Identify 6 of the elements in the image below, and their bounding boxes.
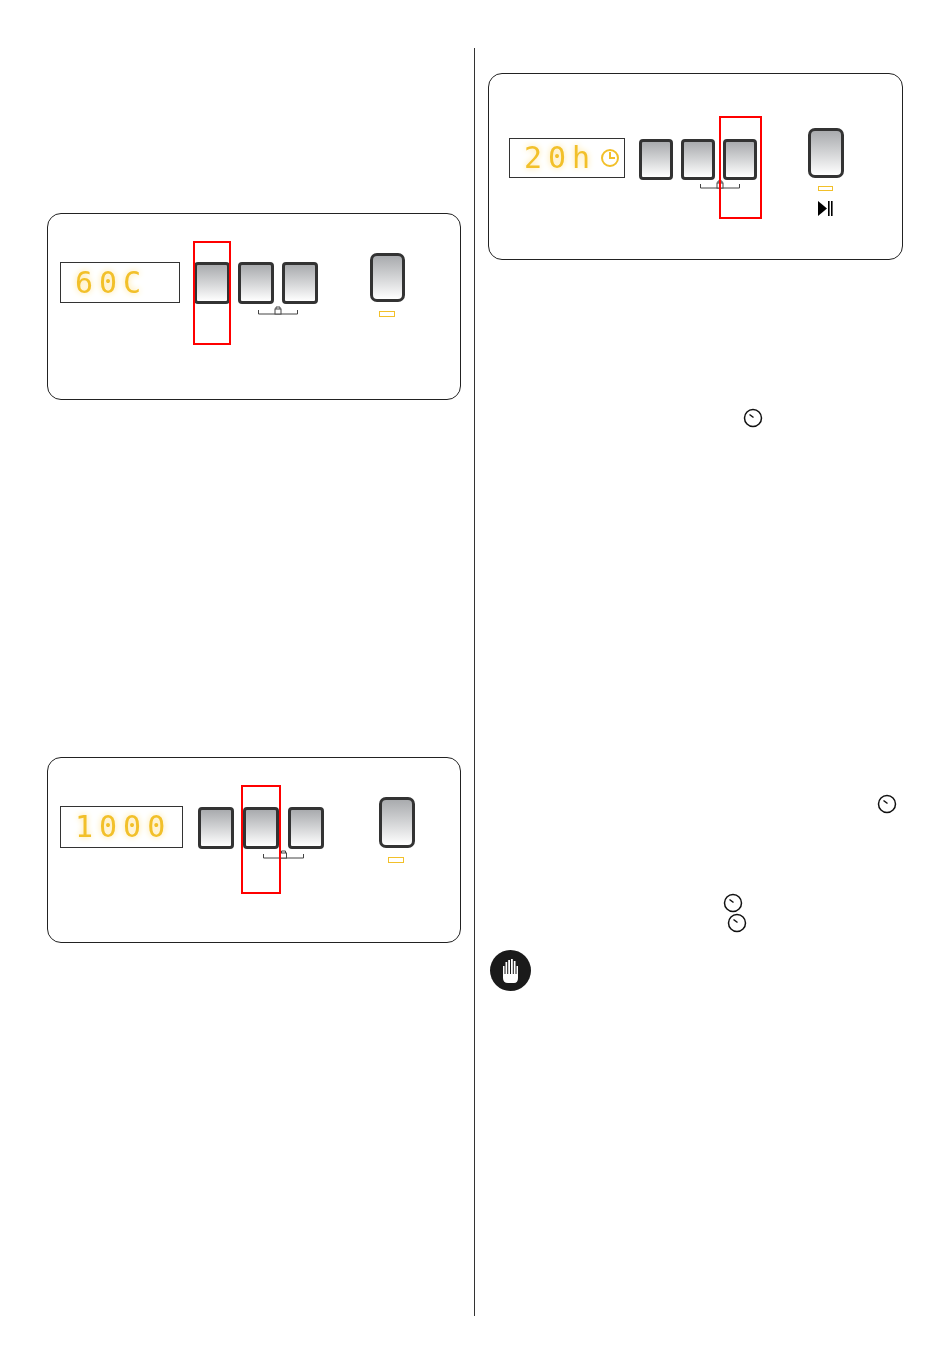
display-reading: 20h [524, 143, 597, 173]
digital-display [60, 806, 183, 848]
display-reading: 1000 [75, 812, 172, 842]
display-reading: 60C [75, 267, 148, 298]
digital-display [60, 262, 180, 303]
digital-display [509, 138, 625, 178]
